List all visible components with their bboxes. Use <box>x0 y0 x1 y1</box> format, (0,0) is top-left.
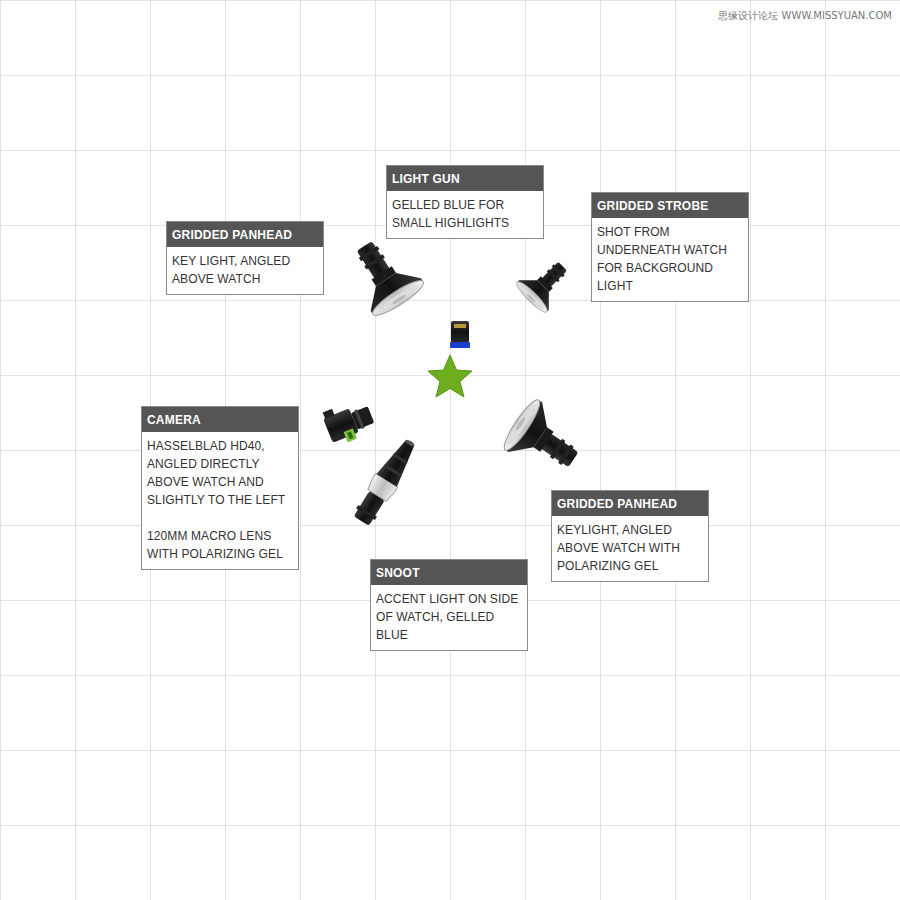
snoot-callout: SNOOT ACCENT LIGHT ON SIDE OF WATCH, GELL… <box>370 559 528 651</box>
callout-body: ACCENT LIGHT ON SIDE OF WATCH, GELLED BL… <box>371 585 527 650</box>
callout-body: GELLED BLUE FOR SMALL HIGHLIGHTS <box>387 191 543 238</box>
callout-text: KEYLIGHT, ANGLED ABOVE WATCH WITH POLARI… <box>557 521 703 575</box>
callout-heading: SNOOT <box>371 560 527 585</box>
callout-text: 120MM MACRO LENS WITH POLARIZING GEL <box>147 527 293 563</box>
strobe-callout: GRIDDED STROBE SHOT FROM UNDERNEATH WATCH… <box>591 192 749 302</box>
callout-body: SHOT FROM UNDERNEATH WATCH FOR BACKGROUN… <box>592 218 748 301</box>
light-gun-callout: LIGHT GUN GELLED BLUE FOR SMALL HIGHLIGHT… <box>386 165 544 239</box>
panhead-callout: GRIDDED PANHEAD KEY LIGHT, ANGLED ABOVE W… <box>166 221 324 295</box>
callout-heading: GRIDDED PANHEAD <box>552 491 708 516</box>
watermark: 思缘设计论坛 WWW.MISSYUAN.COM <box>718 10 892 22</box>
callout-body: KEY LIGHT, ANGLED ABOVE WATCH <box>167 247 323 294</box>
callout-body: HASSELBLAD HD40, ANGLED DIRECTLY ABOVE W… <box>142 432 298 569</box>
callout-text: ACCENT LIGHT ON SIDE OF WATCH, GELLED BL… <box>376 590 522 644</box>
callout-heading: GRIDDED STROBE <box>592 193 748 218</box>
callout-heading: GRIDDED PANHEAD <box>167 222 323 247</box>
callout-text: HASSELBLAD HD40, ANGLED DIRECTLY ABOVE W… <box>147 437 293 509</box>
panhead-callout: GRIDDED PANHEAD KEYLIGHT, ANGLED ABOVE WA… <box>551 490 709 582</box>
camera-callout: CAMERA HASSELBLAD HD40, ANGLED DIRECTLY A… <box>141 406 299 570</box>
callout-heading: LIGHT GUN <box>387 166 543 191</box>
callout-text: GELLED BLUE FOR SMALL HIGHLIGHTS <box>392 196 538 232</box>
callout-heading: CAMERA <box>142 407 298 432</box>
callout-text: SHOT FROM UNDERNEATH WATCH FOR BACKGROUN… <box>597 223 743 295</box>
callout-body: KEYLIGHT, ANGLED ABOVE WATCH WITH POLARI… <box>552 516 708 581</box>
callout-text: KEY LIGHT, ANGLED ABOVE WATCH <box>172 252 318 288</box>
